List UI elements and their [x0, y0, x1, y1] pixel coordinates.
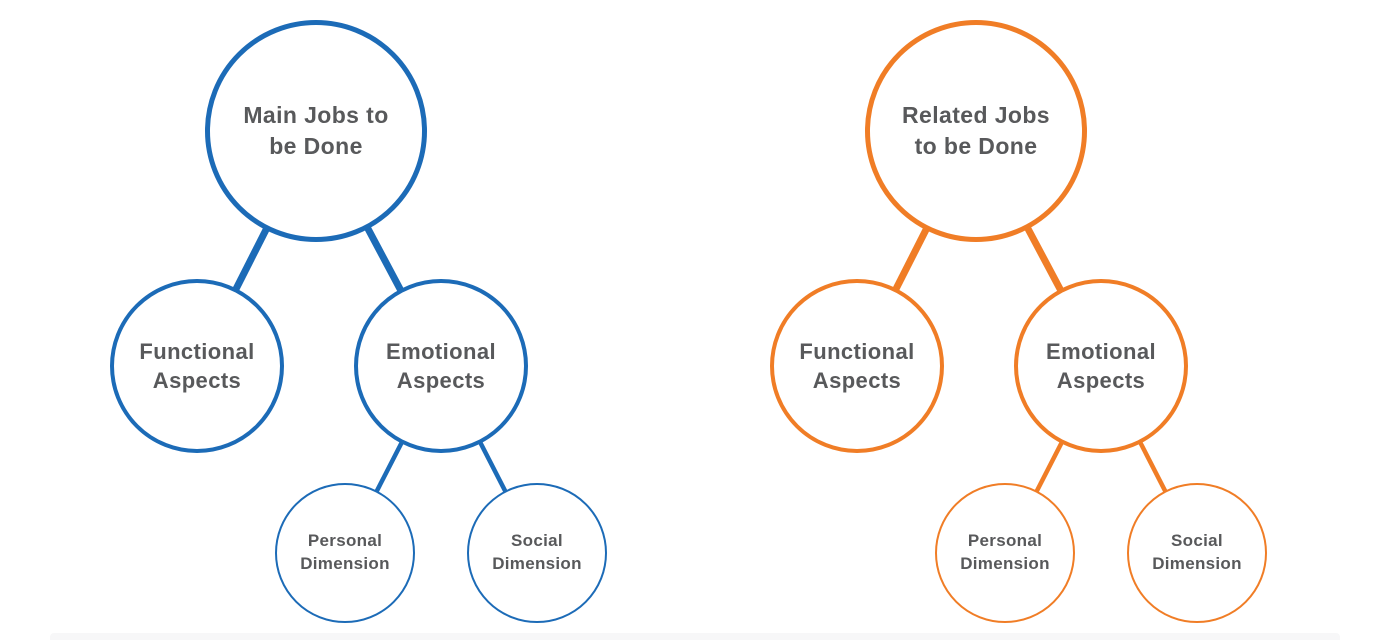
node-related-functional-aspects: Functional Aspects [770, 279, 944, 453]
node-main-personal-dimension: Personal Dimension [275, 483, 415, 623]
node-main-social-dimension: Social Dimension [467, 483, 607, 623]
node-label: Personal Dimension [960, 531, 1050, 573]
node-related-emotional-aspects: Emotional Aspects [1014, 279, 1188, 453]
node-label: Emotional Aspects [1046, 338, 1156, 393]
node-label: Social Dimension [492, 531, 582, 573]
node-label: Emotional Aspects [386, 338, 496, 393]
node-main-jobs-root: Main Jobs to be Done [205, 20, 427, 242]
node-label: Related Jobs to be Done [902, 102, 1050, 159]
node-main-emotional-aspects: Emotional Aspects [354, 279, 528, 453]
node-related-social-dimension: Social Dimension [1127, 483, 1267, 623]
node-label: Main Jobs to be Done [243, 102, 389, 159]
node-label: Personal Dimension [300, 531, 390, 573]
node-label: Functional Aspects [139, 338, 255, 393]
bottom-edge-strip [50, 633, 1340, 640]
node-label: Social Dimension [1152, 531, 1242, 573]
node-related-jobs-root: Related Jobs to be Done [865, 20, 1087, 242]
node-label: Functional Aspects [799, 338, 915, 393]
node-related-personal-dimension: Personal Dimension [935, 483, 1075, 623]
node-main-functional-aspects: Functional Aspects [110, 279, 284, 453]
